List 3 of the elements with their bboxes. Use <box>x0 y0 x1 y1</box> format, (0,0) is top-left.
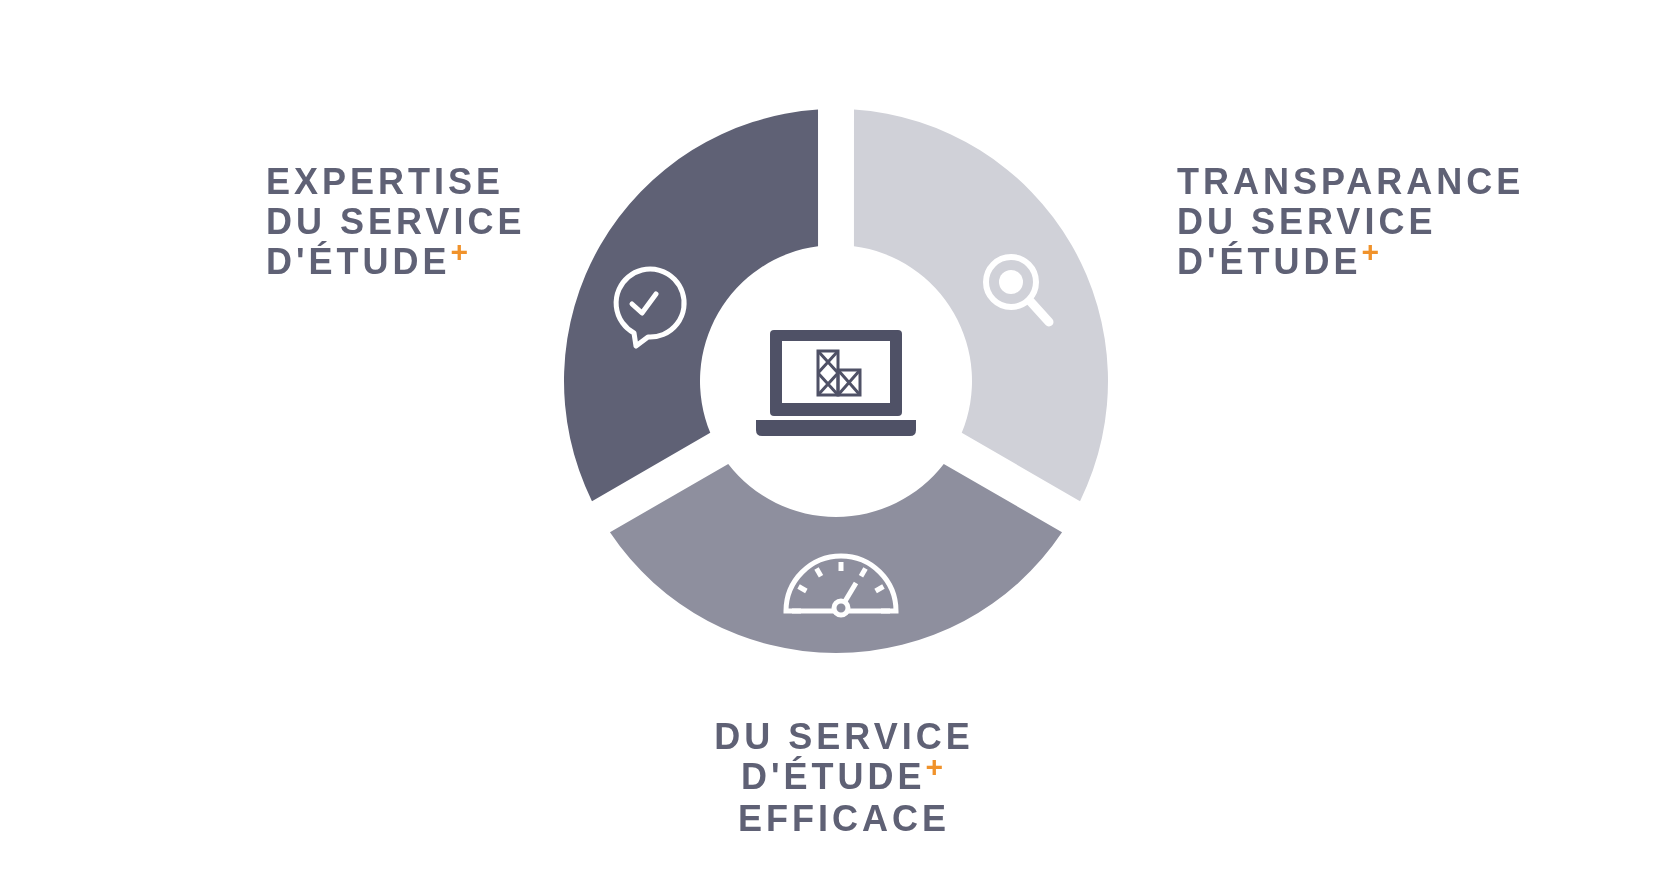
segment-label: TRANSPARANCE DU SERVICE D'ÉTUDE$^{+}$ <box>1177 162 1526 284</box>
segment-label: EXPERTISE DU SERVICE D'ÉTUDE$^{+}$ <box>266 162 527 284</box>
segment-label: DU SERVICE D'ÉTUDE$^{+}$ EFFICACE <box>713 717 975 839</box>
